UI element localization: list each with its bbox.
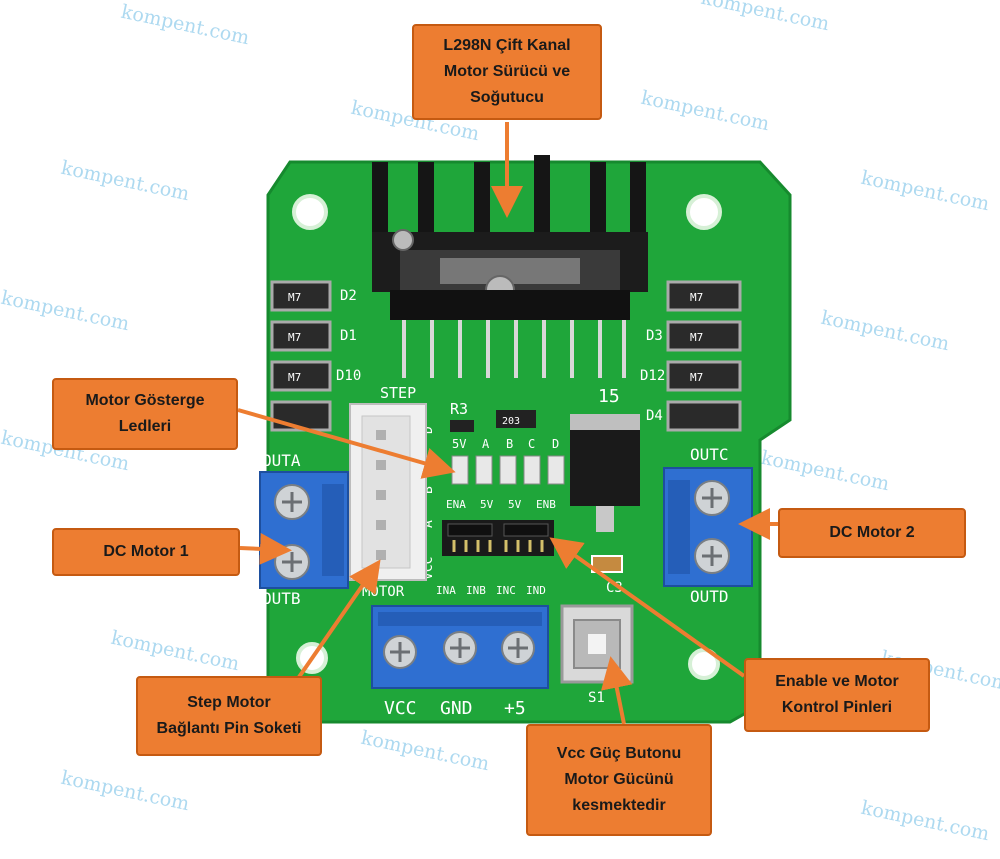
callout-line: Enable ve Motor bbox=[775, 673, 899, 690]
mounting-hole bbox=[688, 648, 720, 680]
label-gnd: GND bbox=[440, 698, 473, 719]
label-step: STEP bbox=[380, 384, 416, 402]
smd-resistor bbox=[450, 420, 474, 432]
terminal-power bbox=[371, 605, 549, 689]
callout-line: DC Motor 2 bbox=[829, 524, 915, 541]
callout-line: Ledleri bbox=[118, 418, 172, 435]
callout-line: L298N Çift Kanal bbox=[443, 37, 571, 54]
arrow-leds bbox=[237, 408, 456, 479]
label-side-d: D bbox=[421, 426, 436, 434]
diode-label: M7 bbox=[288, 371, 301, 384]
terminal-outa-outb bbox=[259, 471, 349, 589]
label-d2: D2 bbox=[340, 288, 357, 304]
label-side-b: B bbox=[421, 486, 436, 494]
led-label-bottom: 5V bbox=[508, 498, 522, 511]
diode-label: M7 bbox=[690, 331, 703, 344]
led-label-top: C bbox=[528, 437, 535, 451]
led-label-bottom: 5V bbox=[480, 498, 494, 511]
l298n-chip bbox=[390, 290, 630, 320]
label-c3: C3 bbox=[606, 580, 623, 596]
label-outc: OUTC bbox=[690, 445, 729, 464]
voltage-regulator-tab bbox=[570, 414, 640, 430]
callout-line: Bağlantı Pin Soketi bbox=[156, 720, 302, 737]
label-d3: D3 bbox=[646, 328, 663, 344]
mounting-hole bbox=[686, 194, 722, 230]
in-pin-label: INB bbox=[466, 584, 486, 597]
led-label-top: A bbox=[482, 437, 490, 451]
arrow-vcc-button bbox=[601, 656, 633, 725]
callout-dc-motor-2: DC Motor 2 bbox=[778, 508, 966, 558]
callout-line: Step Motor bbox=[187, 694, 271, 711]
callout-step-socket: Step Motor Bağlantı Pin Soketi bbox=[136, 676, 322, 756]
callout-line: Kontrol Pinleri bbox=[781, 699, 893, 716]
in-pin-label: INC bbox=[496, 584, 516, 597]
heatsink bbox=[372, 155, 648, 305]
label-s1: S1 bbox=[588, 690, 605, 706]
label-motor: MOTOR bbox=[362, 584, 405, 600]
diode-label: M7 bbox=[690, 371, 703, 384]
label-outd: OUTD bbox=[690, 587, 729, 606]
chip-pins bbox=[402, 320, 626, 378]
label-d12: D12 bbox=[640, 368, 665, 384]
indicator-leds bbox=[451, 455, 565, 485]
mounting-hole bbox=[292, 194, 328, 230]
callout-line: Motor Sürücü ve bbox=[443, 63, 571, 80]
callout-line: Vcc Güç Butonu bbox=[556, 745, 682, 762]
smd-chip bbox=[496, 410, 536, 428]
label-plus5: +5 bbox=[504, 698, 526, 719]
callout-dc-motor-1: DC Motor 1 bbox=[52, 528, 240, 576]
label-side-a: A bbox=[421, 520, 436, 528]
arrow-step-socket bbox=[288, 559, 381, 692]
callout-line: kesmektedir bbox=[572, 797, 666, 814]
led-label-top: 5V bbox=[452, 437, 466, 451]
label-outb: OUTB bbox=[262, 589, 301, 608]
led-label-top: D bbox=[552, 437, 559, 451]
label-vcc: VCC bbox=[384, 698, 417, 719]
diode-label: M7 bbox=[288, 291, 301, 304]
label-r3: R3 bbox=[450, 400, 468, 418]
label-d4: D4 bbox=[646, 408, 663, 424]
callout-vcc-button: Vcc Güç Butonu Motor Gücünü kesmektedir bbox=[526, 724, 712, 836]
in-pin-label: IND bbox=[526, 584, 546, 597]
callout-line: Soğutucu bbox=[470, 89, 544, 106]
diodes-right bbox=[666, 280, 742, 432]
callout-l298n: L298N Çift Kanal Motor Sürücü ve Soğutuc… bbox=[412, 24, 602, 120]
label-d1: D1 bbox=[340, 328, 357, 344]
voltage-regulator bbox=[570, 430, 640, 506]
in-pin-label: INA bbox=[436, 584, 456, 597]
arrow-enable-pins bbox=[549, 537, 746, 678]
diode-label: M7 bbox=[690, 291, 703, 304]
callout-enable-pins: Enable ve Motor Kontrol Pinleri bbox=[744, 658, 930, 732]
label-outa: OUTA bbox=[262, 451, 301, 470]
diodes-left bbox=[270, 280, 332, 432]
callout-line: Motor Gücünü bbox=[564, 771, 674, 788]
power-switch-s1 bbox=[560, 604, 634, 684]
led-label-bottom: ENA bbox=[446, 498, 466, 511]
callout-motor-leds: Motor Gösterge Ledleri bbox=[52, 378, 238, 450]
jumper-header bbox=[442, 520, 554, 556]
arrow-dc-motor-1 bbox=[239, 532, 292, 565]
chip-label: 203 bbox=[502, 416, 520, 427]
terminal-outc-outd bbox=[663, 467, 753, 587]
led-label-bottom: ENB bbox=[536, 498, 556, 511]
label-d10: D10 bbox=[336, 368, 361, 384]
diode-label: M7 bbox=[288, 331, 301, 344]
step-motor-socket bbox=[349, 403, 427, 581]
capacitor-c3 bbox=[591, 555, 623, 573]
callout-line: Motor Gösterge bbox=[85, 392, 205, 409]
label-15: 15 bbox=[598, 386, 620, 407]
callout-line: DC Motor 1 bbox=[103, 543, 189, 560]
led-label-top: B bbox=[506, 437, 513, 451]
